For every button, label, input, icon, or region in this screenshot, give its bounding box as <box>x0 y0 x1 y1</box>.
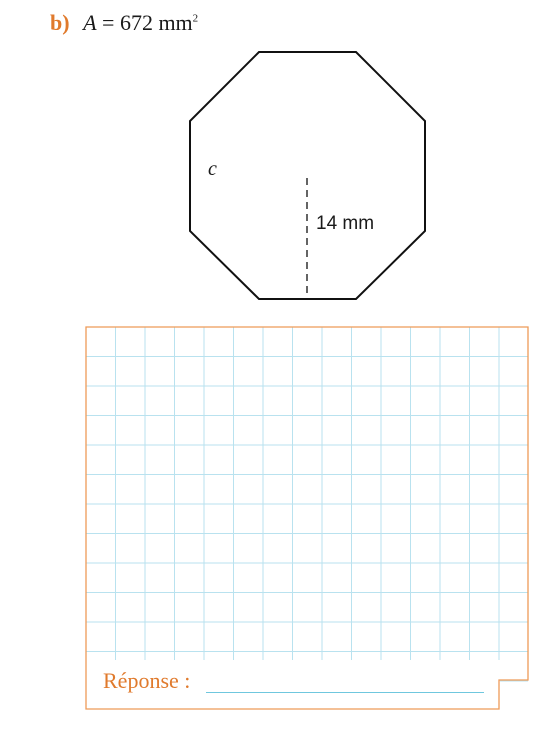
octagon-shape <box>189 51 426 300</box>
exercise-label: b) <box>50 10 70 35</box>
exercise-header: b) A = 672 mm2 <box>50 10 198 36</box>
answer-label: Réponse : <box>103 668 191 693</box>
answer-input-line[interactable] <box>206 692 484 693</box>
grid-border <box>85 326 529 710</box>
equals-sign: = <box>102 10 115 35</box>
apothem-label: 14 mm <box>316 213 375 234</box>
side-label: c <box>208 158 217 180</box>
area-value: 672 mm <box>119 10 193 35</box>
area-symbol: A <box>83 10 97 35</box>
octagon-figure <box>189 51 426 300</box>
grid-lines <box>86 327 528 709</box>
area-exponent: 2 <box>192 12 199 25</box>
answer-mask <box>86 660 500 709</box>
